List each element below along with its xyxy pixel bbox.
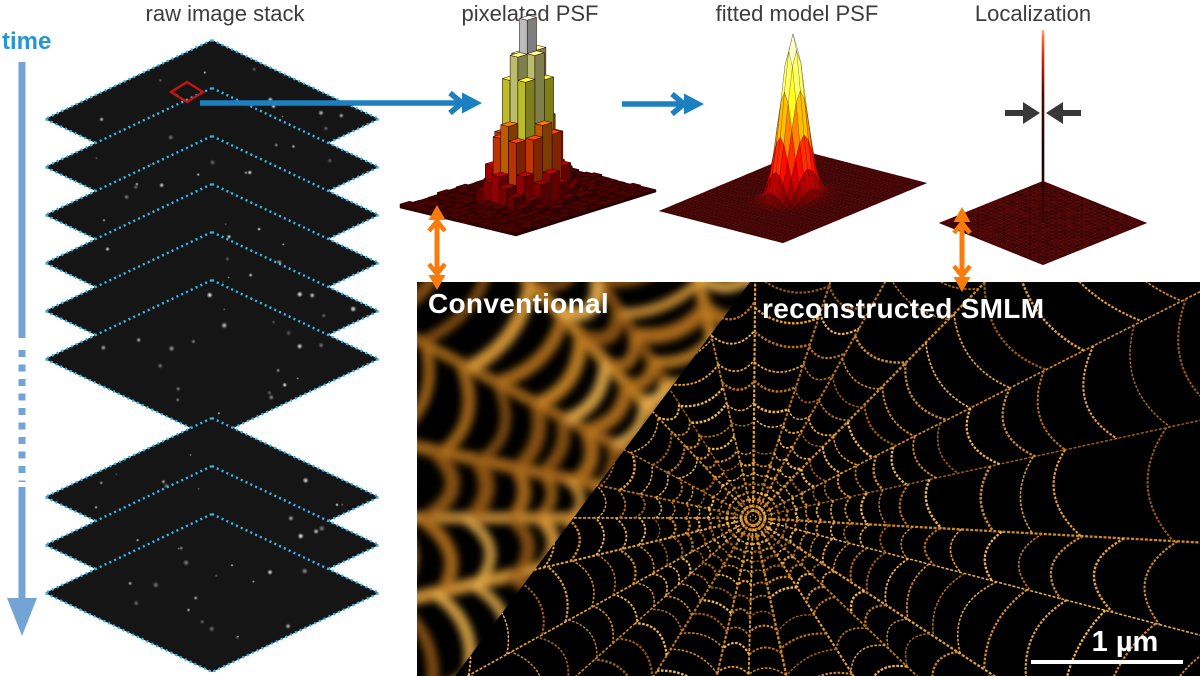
web-blurred <box>417 282 750 676</box>
scale-bar-line <box>1031 660 1183 664</box>
localization-title: Localization <box>974 1 1092 26</box>
web-sharp <box>455 282 1200 676</box>
stack-frame <box>42 278 382 440</box>
spiderweb-image <box>417 282 1200 676</box>
width-pinch-arrows <box>1005 102 1081 124</box>
psf-3d-plots <box>399 15 1148 266</box>
comparison-image: Conventional reconstructed SMLM 1 µm <box>417 282 1200 676</box>
fitted-psf-title: fitted model PSF <box>715 1 879 26</box>
scale-bar-label: 1 µm <box>1091 626 1159 658</box>
conventional-label: Conventional <box>428 288 609 319</box>
time-axis-label: time <box>2 28 52 55</box>
time-arrow <box>7 62 37 636</box>
stack-title: raw image stack <box>145 1 305 26</box>
roi-marker <box>168 80 206 104</box>
stack-frame <box>42 512 382 674</box>
fitted-psf-plot <box>658 33 928 244</box>
pixelated-psf-plot <box>399 15 657 237</box>
smlm-label: reconstructed SMLM <box>762 293 1045 324</box>
web-blur-glow <box>417 282 750 676</box>
localization-plot <box>938 30 1148 266</box>
raw-image-stack <box>7 38 382 674</box>
